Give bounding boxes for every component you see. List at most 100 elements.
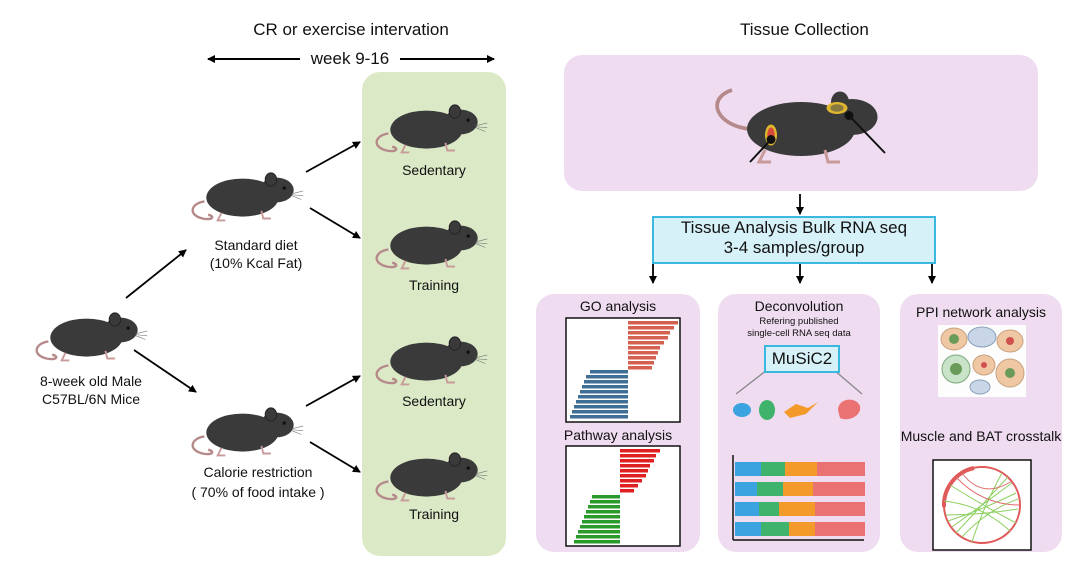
arrow-std-sed [305, 141, 361, 173]
stack-segment [783, 482, 813, 496]
tissue-analysis-box: Tissue Analysis Bulk RNA seq 3-4 samples… [652, 216, 936, 264]
diet-standard-label-1: Standard diet [214, 237, 298, 253]
go-bar-up [628, 346, 660, 350]
stack-segment [785, 462, 817, 476]
go-bar-up [628, 366, 652, 370]
pathway-bar-down [592, 495, 620, 499]
pathway-bar-down [584, 515, 620, 519]
go-bar-down [584, 380, 628, 384]
crosstalk-chord-icon [941, 466, 1021, 544]
go-bar-up [628, 321, 678, 325]
pathway-bar-up [620, 449, 660, 453]
pathway-bar-down [586, 510, 620, 514]
pathway-bar-down [588, 505, 620, 509]
stack-segment [815, 522, 865, 536]
pathway-bar-up [620, 489, 634, 493]
stack-segment [757, 482, 783, 496]
pathway-bar-up [620, 464, 650, 468]
go-bar-down [586, 375, 628, 379]
stack-segment [735, 462, 761, 476]
stack-segment [761, 462, 785, 476]
stack-segment [817, 462, 865, 476]
tissue-analysis-line1: Tissue Analysis Bulk RNA seq [680, 218, 908, 237]
mouse-standard-icon [191, 171, 305, 222]
go-bar-down [578, 395, 628, 399]
deconv-sub1: Refering published [759, 316, 839, 327]
go-bar-down [574, 405, 628, 409]
mouse-start-icon [35, 311, 149, 362]
mouse-sed2-icon [375, 335, 489, 386]
arrow-cr-sed [305, 375, 361, 407]
go-bar-down [570, 415, 628, 419]
group-label: Training [408, 277, 460, 293]
start-label-2: C57BL/6N Mice [41, 391, 141, 407]
stack-segment [735, 502, 759, 516]
diet-standard-label-2: (10% Kcal Fat) [209, 255, 303, 271]
diet-cr-label-2: ( 70% of food intake ) [191, 484, 325, 500]
group-label: Training [408, 506, 460, 522]
go-bar-down [576, 400, 628, 404]
go-bar-up [628, 356, 656, 360]
pathway-bar-up [620, 479, 642, 483]
pathway-bar-down [582, 520, 620, 524]
go-title: GO analysis [579, 298, 657, 314]
tissue-analysis-line2: 3-4 samples/group [723, 238, 865, 257]
mouse-cr-icon [191, 406, 305, 457]
intervention-title: CR or exercise intervation [253, 20, 449, 39]
go-bar-up [628, 326, 674, 330]
stack-segment [815, 502, 865, 516]
pathway-bar-up [620, 474, 646, 478]
cell-blue-icon [733, 403, 751, 417]
pathway-bar-down [576, 535, 620, 539]
go-bar-up [628, 336, 668, 340]
pathway-title: Pathway analysis [563, 427, 673, 443]
stack-segment [779, 502, 815, 516]
stack-segment [813, 482, 865, 496]
arrow-cr-train [309, 441, 361, 473]
go-bar-down [572, 410, 628, 414]
mouse-train1-icon [375, 219, 489, 270]
cell-green-icon [759, 400, 775, 420]
arrow-start-standard [125, 249, 187, 299]
mouse-sed1-icon [375, 103, 489, 154]
cell-orange-icon [784, 402, 818, 418]
mouse-train2-icon [375, 451, 489, 502]
tissue-collection-title: Tissue Collection [740, 20, 869, 39]
deconv-title: Deconvolution [754, 298, 844, 314]
stack-segment [789, 522, 815, 536]
go-bar-up [628, 341, 664, 345]
week-label: week 9-16 [300, 49, 400, 69]
pathway-chart-frame [565, 445, 681, 547]
pathway-bar-down [580, 525, 620, 529]
mouse-tissue-icon [715, 88, 886, 164]
go-bar-down [582, 385, 628, 389]
stack-segment [735, 482, 757, 496]
pathway-bar-down [574, 540, 620, 544]
diet-cr-label-1: Calorie restriction [203, 464, 313, 480]
pathway-bar-up [620, 459, 654, 463]
go-bar-up [628, 361, 654, 365]
pathway-bar-down [590, 500, 620, 504]
go-bar-down [580, 390, 628, 394]
ppi-network-image [938, 325, 1026, 397]
pathway-bar-up [620, 484, 638, 488]
group-label: Sedentary [402, 162, 466, 178]
stack-segment [759, 502, 779, 516]
crosstalk-title: Muscle and BAT crosstalk [900, 428, 1062, 444]
deconv-sub2: single-cell RNA seq data [747, 328, 851, 339]
go-bar-up [628, 331, 670, 335]
stack-segment [761, 522, 789, 536]
group-label: Sedentary [402, 393, 466, 409]
ppi-title: PPI network analysis [916, 304, 1046, 320]
music2-box: MuSiC2 [764, 345, 840, 373]
stack-segment [735, 522, 761, 536]
pathway-bar-up [620, 469, 648, 473]
go-bar-up [628, 351, 658, 355]
start-label-1: 8-week old Male [40, 373, 142, 389]
go-bar-down [590, 370, 628, 374]
arrow-std-train [309, 207, 361, 239]
pathway-bar-up [620, 454, 656, 458]
pathway-bar-down [578, 530, 620, 534]
cell-red-icon [838, 399, 861, 420]
